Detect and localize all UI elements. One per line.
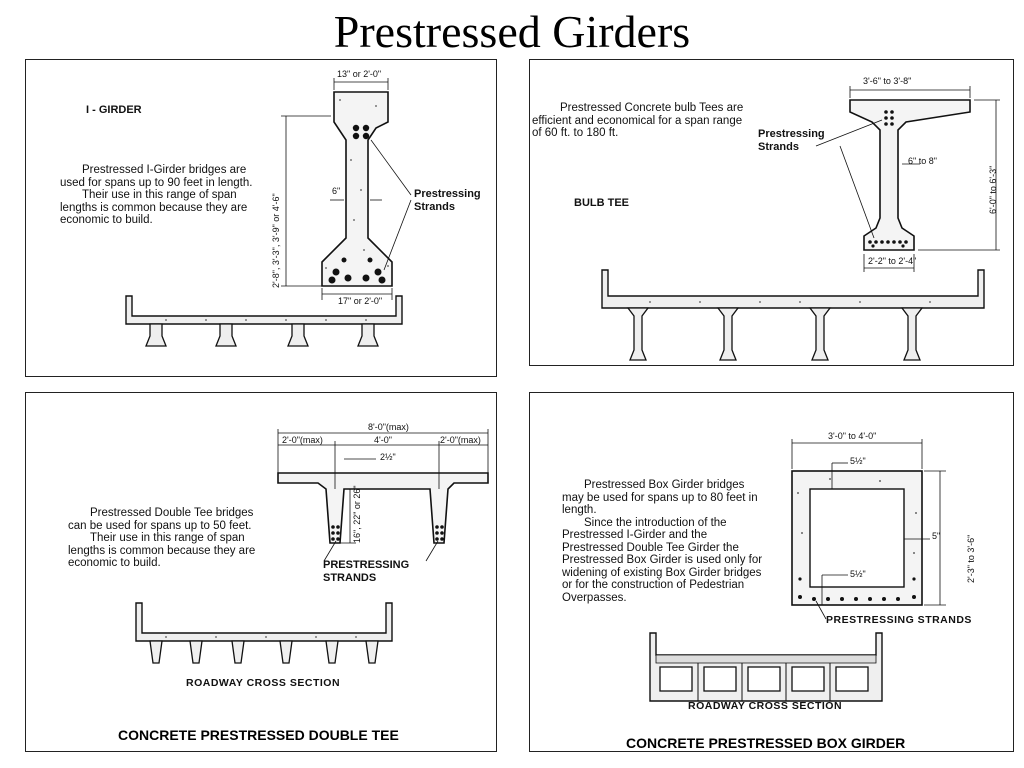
double-tee-middle-width: 4'-0"	[374, 435, 392, 445]
i-girder-label: I - GIRDER	[86, 104, 142, 116]
box-girder-description: Prestressed Box Girder bridges may be us…	[562, 479, 768, 604]
bulb-tee-label: BULB TEE	[574, 197, 629, 209]
double-tee-section-label: ROADWAY CROSS SECTION	[186, 677, 341, 689]
double-tee-drawing	[135, 429, 489, 664]
double-tee-flange: 2½"	[380, 452, 396, 462]
double-tee-description: Prestressed Double Tee bridges can be us…	[68, 507, 274, 570]
double-tee-depth: 16", 22" or 26"	[352, 485, 362, 543]
box-girder-panel: Prestressed Box Girder bridges may be us…	[529, 392, 1014, 752]
double-tee-panel: Prestressed Double Tee bridges can be us…	[25, 392, 497, 752]
i-girder-height: 2'-8", 3'-3", 3'-9" or 4'-6"	[271, 193, 281, 288]
box-girder-caption: CONCRETE PRESTRESSED BOX GIRDER	[626, 735, 906, 751]
box-girder-width: 3'-0" to 4'-0"	[828, 431, 877, 441]
double-tee-caption: CONCRETE PRESTRESSED DOUBLE TEE	[118, 727, 399, 743]
double-tee-desc-1: Prestressed Double Tee bridges can be us…	[68, 507, 254, 532]
bulb-tee-drawing	[601, 86, 1000, 361]
double-tee-overall-width: 8'-0"(max)	[368, 422, 409, 432]
i-girder-drawing	[125, 78, 412, 347]
bulb-tee-web: 6" to 8"	[908, 156, 937, 166]
box-girder-section-label: ROADWAY CROSS SECTION	[688, 700, 843, 712]
i-girder-strands-label: Prestressing Strands	[414, 188, 481, 213]
bulb-tee-bottom-width: 2'-2" to 2'-4"	[868, 256, 917, 266]
i-girder-bottom-width: 17" or 2'-0"	[338, 296, 383, 306]
box-girder-top-slab: 5½"	[850, 456, 866, 466]
bulb-tee-height: 6'-0" to 6'-3"	[988, 165, 998, 214]
i-girder-web: 6"	[332, 186, 341, 196]
box-girder-desc-2: Since the introduction of the Prestresse…	[562, 516, 763, 604]
bulb-tee-top-width: 3'-6" to 3'-8"	[863, 76, 912, 86]
i-girder-description: Prestressed I-Girder bridges are used fo…	[60, 164, 260, 227]
i-girder-panel: I - GIRDER Prestressed I-Girder bridges …	[25, 59, 497, 377]
box-girder-height: 2'-3" to 3'-6"	[966, 534, 976, 583]
double-tee-strands-label: PRESTRESSING STRANDS	[323, 559, 410, 584]
double-tee-right-width: 2'-0"(max)	[440, 435, 481, 445]
bulb-tee-strands-label: Prestressing Strands	[758, 128, 825, 153]
box-girder-desc-1: Prestressed Box Girder bridges may be us…	[562, 479, 758, 516]
bulb-tee-panel: Prestressed Concrete bulb Tees are effic…	[529, 59, 1014, 366]
page-title: Prestressed Girders	[333, 6, 691, 57]
i-girder-desc-1: Prestressed I-Girder bridges are used fo…	[60, 164, 253, 189]
double-tee-desc-2: Their use in this range of span lengths …	[68, 532, 256, 569]
i-girder-top-width: 13" or 2'-0"	[337, 69, 382, 79]
box-girder-strands-label: PRESTRESSING STRANDS	[826, 614, 972, 626]
double-tee-left-width: 2'-0"(max)	[282, 435, 323, 445]
i-girder-desc-2: Their use in this range of span lengths …	[60, 189, 248, 226]
box-girder-bottom-slab: 5½"	[850, 569, 866, 579]
box-girder-wall: 5"	[932, 531, 941, 541]
bulb-tee-description: Prestressed Concrete bulb Tees are effic…	[532, 102, 744, 139]
box-girder-drawing	[649, 439, 946, 702]
